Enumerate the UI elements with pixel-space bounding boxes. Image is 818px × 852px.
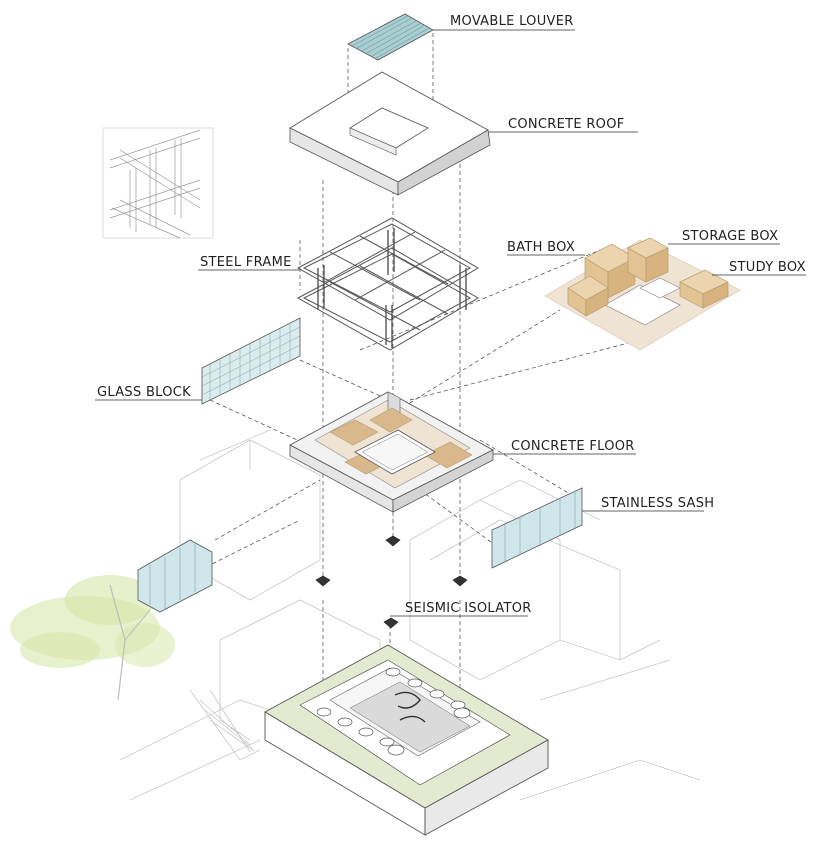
stainless-sash-right xyxy=(491,487,583,569)
label-movable-louver: MOVABLE LOUVER xyxy=(433,14,575,31)
isolator-marker xyxy=(383,617,399,629)
label-text: CONCRETE FLOOR xyxy=(511,439,635,454)
room-boxes xyxy=(544,237,741,351)
isolator-marker xyxy=(452,575,468,587)
label-text: SEISMIC ISOLATOR xyxy=(405,601,532,616)
label-bath-box: BATH BOX xyxy=(507,240,585,256)
label-text: GLASS BLOCK xyxy=(97,385,191,400)
steel-frame xyxy=(296,217,479,351)
label-concrete-roof: CONCRETE ROOF xyxy=(488,117,638,133)
isolator-marker xyxy=(315,575,331,587)
label-text: BATH BOX xyxy=(507,240,575,255)
study-box xyxy=(679,269,729,309)
movable-louver xyxy=(347,13,434,61)
label-glass-block: GLASS BLOCK xyxy=(95,385,202,401)
seismic-isolators xyxy=(315,535,468,629)
label-text: CONCRETE ROOF xyxy=(508,117,625,132)
label-text: MOVABLE LOUVER xyxy=(450,14,574,29)
label-stainless-sash: STAINLESS SASH xyxy=(582,496,714,512)
label-text: STORAGE BOX xyxy=(682,229,778,244)
label-text: STUDY BOX xyxy=(729,260,806,275)
label-concrete-floor: CONCRETE FLOOR xyxy=(493,439,636,455)
concrete-roof xyxy=(289,71,491,196)
glass-block-wall xyxy=(201,317,301,405)
tree xyxy=(10,575,175,701)
label-storage-box: STORAGE BOX xyxy=(668,229,780,245)
label-text: STEEL FRAME xyxy=(200,255,292,270)
storage-box xyxy=(627,237,669,283)
stainless-sash-left xyxy=(137,539,213,613)
isolator-marker xyxy=(385,535,401,547)
label-steel-frame: STEEL FRAME xyxy=(198,255,300,271)
concrete-floor xyxy=(289,391,494,513)
label-seismic-isolator: SEISMIC ISOLATOR xyxy=(390,601,532,617)
foundation-base xyxy=(264,644,549,836)
steel-frame-detail-inset xyxy=(102,127,214,239)
label-study-box: STUDY BOX xyxy=(712,260,806,276)
label-text: STAINLESS SASH xyxy=(601,496,714,511)
